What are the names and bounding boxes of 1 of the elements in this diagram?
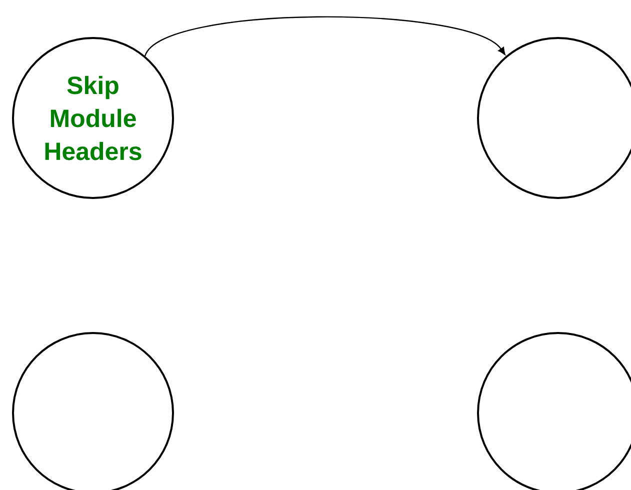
curved-arrow	[144, 16, 506, 56]
